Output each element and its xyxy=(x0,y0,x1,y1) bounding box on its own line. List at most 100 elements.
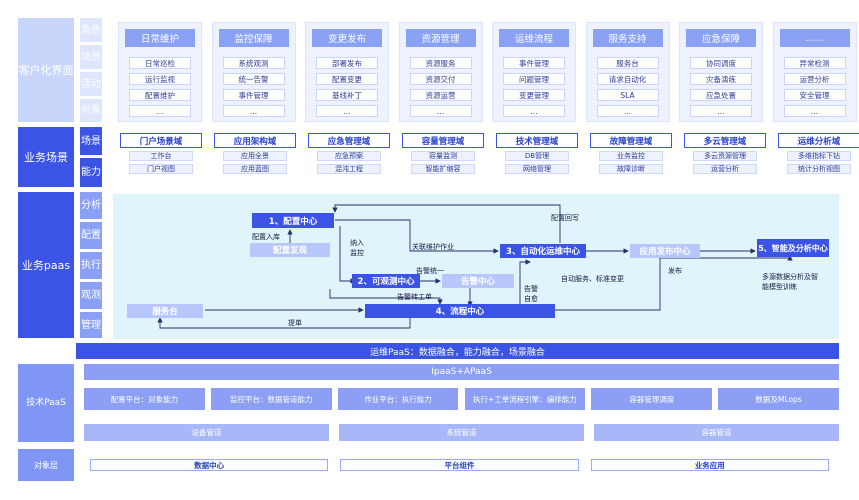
capability-domain: 运维分析域多维指标下钻统计分析视图 xyxy=(778,133,859,174)
scenario-card-item: 应急处置 xyxy=(690,89,752,101)
scenario-card-item: SLA xyxy=(596,89,659,101)
scenario-card-item: ... xyxy=(503,105,565,117)
config-discovery-node: 配置发现 xyxy=(250,243,330,257)
tech-platform-block: 容器管理调度 xyxy=(591,388,713,410)
note-include-monitor: 纳入 监控 xyxy=(350,239,364,257)
scenario-card-title: 变更发布 xyxy=(312,29,382,47)
config-center-node: 1、配置中心 xyxy=(252,213,334,228)
scenario-card-item: ... xyxy=(316,105,378,117)
domain-title: 技术管理域 xyxy=(496,133,578,148)
capability-domain: 故障管理域业务监控故障诊断 xyxy=(590,133,672,174)
domain-item: 应用全景 xyxy=(223,151,287,161)
intelligent-analysis-node: 5、智能及分析中心 xyxy=(757,239,829,257)
domain-title: 多云管理域 xyxy=(684,133,766,148)
domain-item: 多维指标下钻 xyxy=(787,151,851,161)
scenario-card-item: 变更管理 xyxy=(503,89,565,101)
scenario-card-item: 资源交付 xyxy=(409,73,472,85)
service-desk-node: 服务台 xyxy=(127,304,203,318)
note-auto-service: 自动服务、标准变更 xyxy=(561,275,624,283)
scenario-card-item: 统一告警 xyxy=(222,73,285,85)
note-alert-self-heal: 告警 自愈 xyxy=(524,285,538,303)
scenario-card: 日常维护日常巡检运行监视配置维护... xyxy=(118,22,202,122)
scenario-card-title: 资源管理 xyxy=(405,29,476,47)
arrow-observe-process xyxy=(329,289,443,305)
note-alert-ticket: 告警转工单 xyxy=(397,293,432,301)
domain-item: 多云资源管理 xyxy=(693,151,757,161)
domain-item: 故障诊断 xyxy=(599,164,663,174)
scenario-card: 运维流程事件管理问题管理变更管理... xyxy=(492,22,576,122)
capability-domain: 应急管理域应急预案混沌工程 xyxy=(308,133,390,174)
scenario-card-item: 异常检测 xyxy=(783,57,846,69)
object-item: 平台组件 xyxy=(340,459,579,471)
row-label-customization: 客户化界面 xyxy=(18,18,74,122)
scenario-card-item: ... xyxy=(222,105,285,117)
arrow-process-auto xyxy=(519,259,531,304)
sub-label-manage: 管理 xyxy=(80,312,102,338)
scenario-card-title: 服务支持 xyxy=(592,29,663,47)
domain-title: 运维分析域 xyxy=(778,133,859,148)
domain-item: 智能扩缩容 xyxy=(411,164,475,174)
domain-item: 门户视图 xyxy=(129,164,193,174)
scenario-card-item: 基线补丁 xyxy=(316,89,378,101)
note-config-import: 配置入库 xyxy=(252,233,280,241)
scenario-card-title: 运维流程 xyxy=(499,29,569,47)
sub-label-analysis: 分析 xyxy=(80,192,102,219)
domain-item: 应急预案 xyxy=(317,151,381,161)
row-label-object-layer: 对象层 xyxy=(18,449,74,481)
row-label-tech-paas: 技术PaaS xyxy=(18,364,74,442)
scenario-card-item: 部署发布 xyxy=(316,57,378,69)
object-item: 数据中心 xyxy=(90,459,329,471)
scenario-card-item: ... xyxy=(690,105,752,117)
auto-center-node: 3、自动化运维中心 xyxy=(500,244,586,258)
scenario-card: 变更发布部署发布配置变更基线补丁... xyxy=(305,22,389,122)
process-center-node: 4、流程中心 xyxy=(365,304,555,318)
tech-platform-block: 执行+工单流程引擎：编排能力 xyxy=(464,388,586,410)
ops-paas-bar: 运维PaaS：数据融合，能力融合，场景融合 xyxy=(76,343,839,359)
domain-title: 应急管理域 xyxy=(308,133,390,148)
domain-item: 应用蓝图 xyxy=(223,164,287,174)
scenario-card-item: 配置维护 xyxy=(129,89,191,101)
tech-pipe-block: 容器管道 xyxy=(594,424,839,441)
arrow-config-to-auto xyxy=(335,219,499,254)
arrow-process-desk xyxy=(157,317,411,329)
tech-platform-block: 作业平台：执行能力 xyxy=(337,388,459,410)
note-submit: 提单 xyxy=(288,319,302,327)
scenario-card: 应急保障协同调度灾备演练应急处置... xyxy=(679,22,763,122)
note-alert-unify: 告警统一 xyxy=(416,267,444,275)
scenario-card-item: 请求自动化 xyxy=(596,73,659,85)
domain-title: 应用架构域 xyxy=(214,133,296,148)
domain-item: DB管理 xyxy=(505,151,569,161)
sub-label-scene: 场景 xyxy=(80,45,102,69)
scenario-card-title: 监控保障 xyxy=(218,29,289,47)
domain-item: 工作台 xyxy=(129,151,193,161)
tech-platform-block: 监控平台：数据管道能力 xyxy=(210,388,332,410)
note-related-ops: 关联维护作业 xyxy=(412,243,454,251)
sub-label-execute: 执行 xyxy=(80,252,102,279)
note-config-writeback: 配置回写 xyxy=(551,214,579,222)
capability-domain: 门户场景域工作台门户视图 xyxy=(120,133,202,174)
capability-domain: 应用架构域应用全景应用蓝图 xyxy=(214,133,296,174)
tech-pipe-block: 系统管道 xyxy=(339,424,584,441)
scenario-card-item: 配置变更 xyxy=(316,73,378,85)
sub-label-object: 对象 xyxy=(80,99,102,122)
domain-item: 业务监控 xyxy=(599,151,663,161)
domain-item: 容量监测 xyxy=(411,151,475,161)
arrow-process-intel xyxy=(555,255,793,311)
object-item: 业务应用 xyxy=(590,459,829,471)
domain-title: 门户场景域 xyxy=(120,133,202,148)
app-release-node: 应用发布中心 xyxy=(630,244,700,258)
domain-item: 混沌工程 xyxy=(317,164,381,174)
scenario-card-item: 灾备演练 xyxy=(690,73,752,85)
scenario-card: ......异常检测运营分析安全管理... xyxy=(772,22,857,122)
sub-label-scenario: 场景 xyxy=(80,127,102,155)
domain-title: 容量管理域 xyxy=(402,133,484,148)
scenario-card-title: ...... xyxy=(779,29,850,47)
scenario-card-item: 运行监视 xyxy=(129,73,191,85)
sub-label-role: 角色 xyxy=(80,18,102,42)
scenario-card: 资源管理资源服务资源交付资源运营... xyxy=(398,22,483,122)
scenario-card-item: 问题管理 xyxy=(503,73,565,85)
row-label-business-paas: 业务paas xyxy=(18,192,74,338)
scenario-card-item: 事件管理 xyxy=(503,57,565,69)
